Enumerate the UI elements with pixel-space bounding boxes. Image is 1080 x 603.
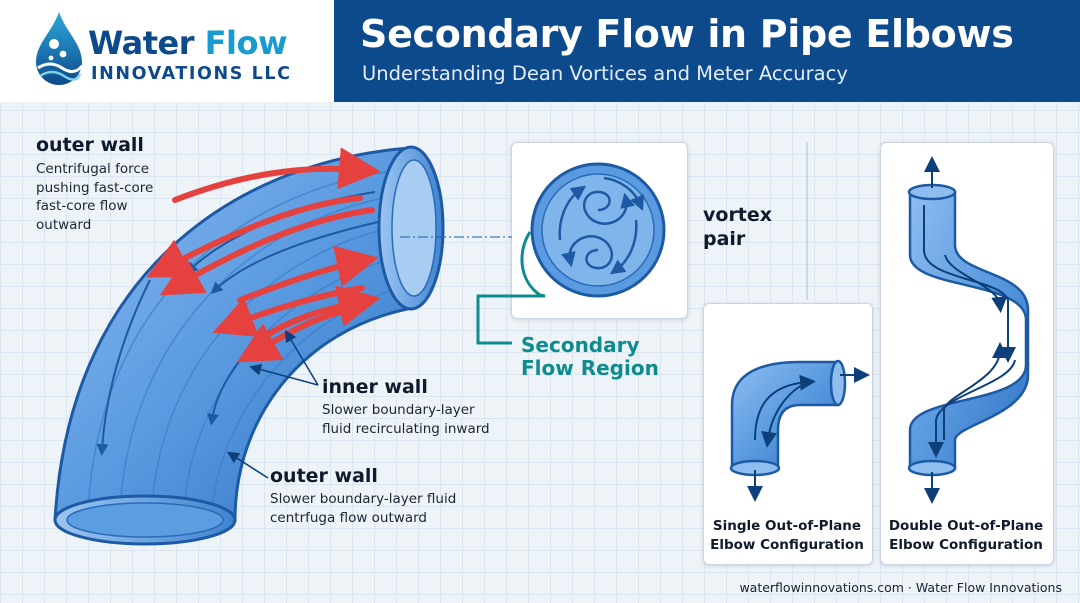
page-subtitle: Understanding Dean Vortices and Meter Ac… bbox=[362, 62, 848, 85]
title-banner: Secondary Flow in Pipe Elbows Understand… bbox=[334, 0, 1080, 102]
outer-wall-bottom-heading: outer wall bbox=[270, 465, 378, 487]
secondary-region-bracket bbox=[476, 231, 546, 345]
flow-arrow bbox=[236, 309, 343, 363]
double-elbow-caption-line: Elbow Configuration bbox=[889, 536, 1043, 553]
single-elbow-caption-line: Elbow Configuration bbox=[710, 536, 864, 553]
flow-arrow bbox=[159, 207, 375, 296]
outer-wall-top-heading: outer wall bbox=[36, 134, 144, 156]
header: Water Flow INNOVATIONS LLC Secondary Flo… bbox=[0, 0, 1080, 102]
logo-name-part1: Water bbox=[88, 24, 205, 62]
single-elbow-caption-line: Single Out-of-Plane bbox=[712, 518, 862, 534]
logo-subtitle: INNOVATIONS LLC bbox=[91, 64, 292, 84]
logo: Water Flow INNOVATIONS LLC bbox=[0, 0, 334, 102]
flow-arrow bbox=[172, 147, 381, 203]
vortex-upper-spiral bbox=[582, 190, 635, 225]
outer-wall-bottom-description: Slower boundary-layer fluid centrfuga fl… bbox=[270, 490, 456, 527]
logo-name-part2: Flow bbox=[204, 24, 288, 62]
outer-wall-bottom-line: Slower boundary-layer fluid bbox=[270, 491, 457, 507]
vortex-lower-spiral bbox=[561, 235, 614, 270]
logo-name: Water Flow bbox=[88, 24, 288, 62]
secondary-flow-region-label: Secondary Flow Region bbox=[521, 334, 659, 380]
outer-wall-top-description: Centrifugal force pushing fast-core fast… bbox=[36, 160, 153, 234]
double-elbow-caption-line: Double Out-of-Plane bbox=[888, 518, 1044, 534]
secondary-region-line: Secondary bbox=[521, 333, 640, 357]
outer-wall-top-line: outward bbox=[36, 216, 92, 233]
cross-section-vortex bbox=[530, 162, 666, 298]
inner-wall-line: Slower boundary-layer bbox=[322, 402, 475, 418]
water-drop-icon bbox=[36, 12, 84, 85]
single-elbow-icon bbox=[729, 359, 870, 502]
vortex-pair-line: vortex bbox=[703, 204, 773, 226]
flow-arrow bbox=[237, 245, 379, 303]
footer-credit[interactable]: waterflowinnovations.com · Water Flow In… bbox=[739, 580, 1062, 595]
callout-leaders bbox=[226, 329, 319, 479]
inner-wall-line: fluid recirculating inward bbox=[322, 420, 490, 437]
single-elbow-caption: Single Out-of-Plane Elbow Configuration bbox=[703, 517, 871, 554]
vortex-pair-label: vortex pair bbox=[703, 203, 772, 251]
secondary-region-line: Flow Region bbox=[521, 356, 659, 380]
double-elbow-caption: Double Out-of-Plane Elbow Configuration bbox=[880, 517, 1052, 554]
outer-wall-bottom-line: centrfuga flow outward bbox=[270, 509, 427, 526]
inner-wall-description: Slower boundary-layer fluid recirculatin… bbox=[322, 401, 490, 438]
outer-wall-top-line: pushing fast-core bbox=[36, 179, 154, 196]
outer-wall-top-line: Centrifugal force bbox=[36, 161, 150, 177]
page-title: Secondary Flow in Pipe Elbows bbox=[360, 12, 1014, 56]
inner-wall-heading: inner wall bbox=[322, 376, 428, 398]
vortex-pair-line: pair bbox=[703, 228, 746, 250]
double-elbow-icon bbox=[907, 156, 1030, 504]
secondary-flow-arrows bbox=[146, 147, 381, 363]
outer-wall-top-line: fast-core flow bbox=[36, 198, 128, 214]
